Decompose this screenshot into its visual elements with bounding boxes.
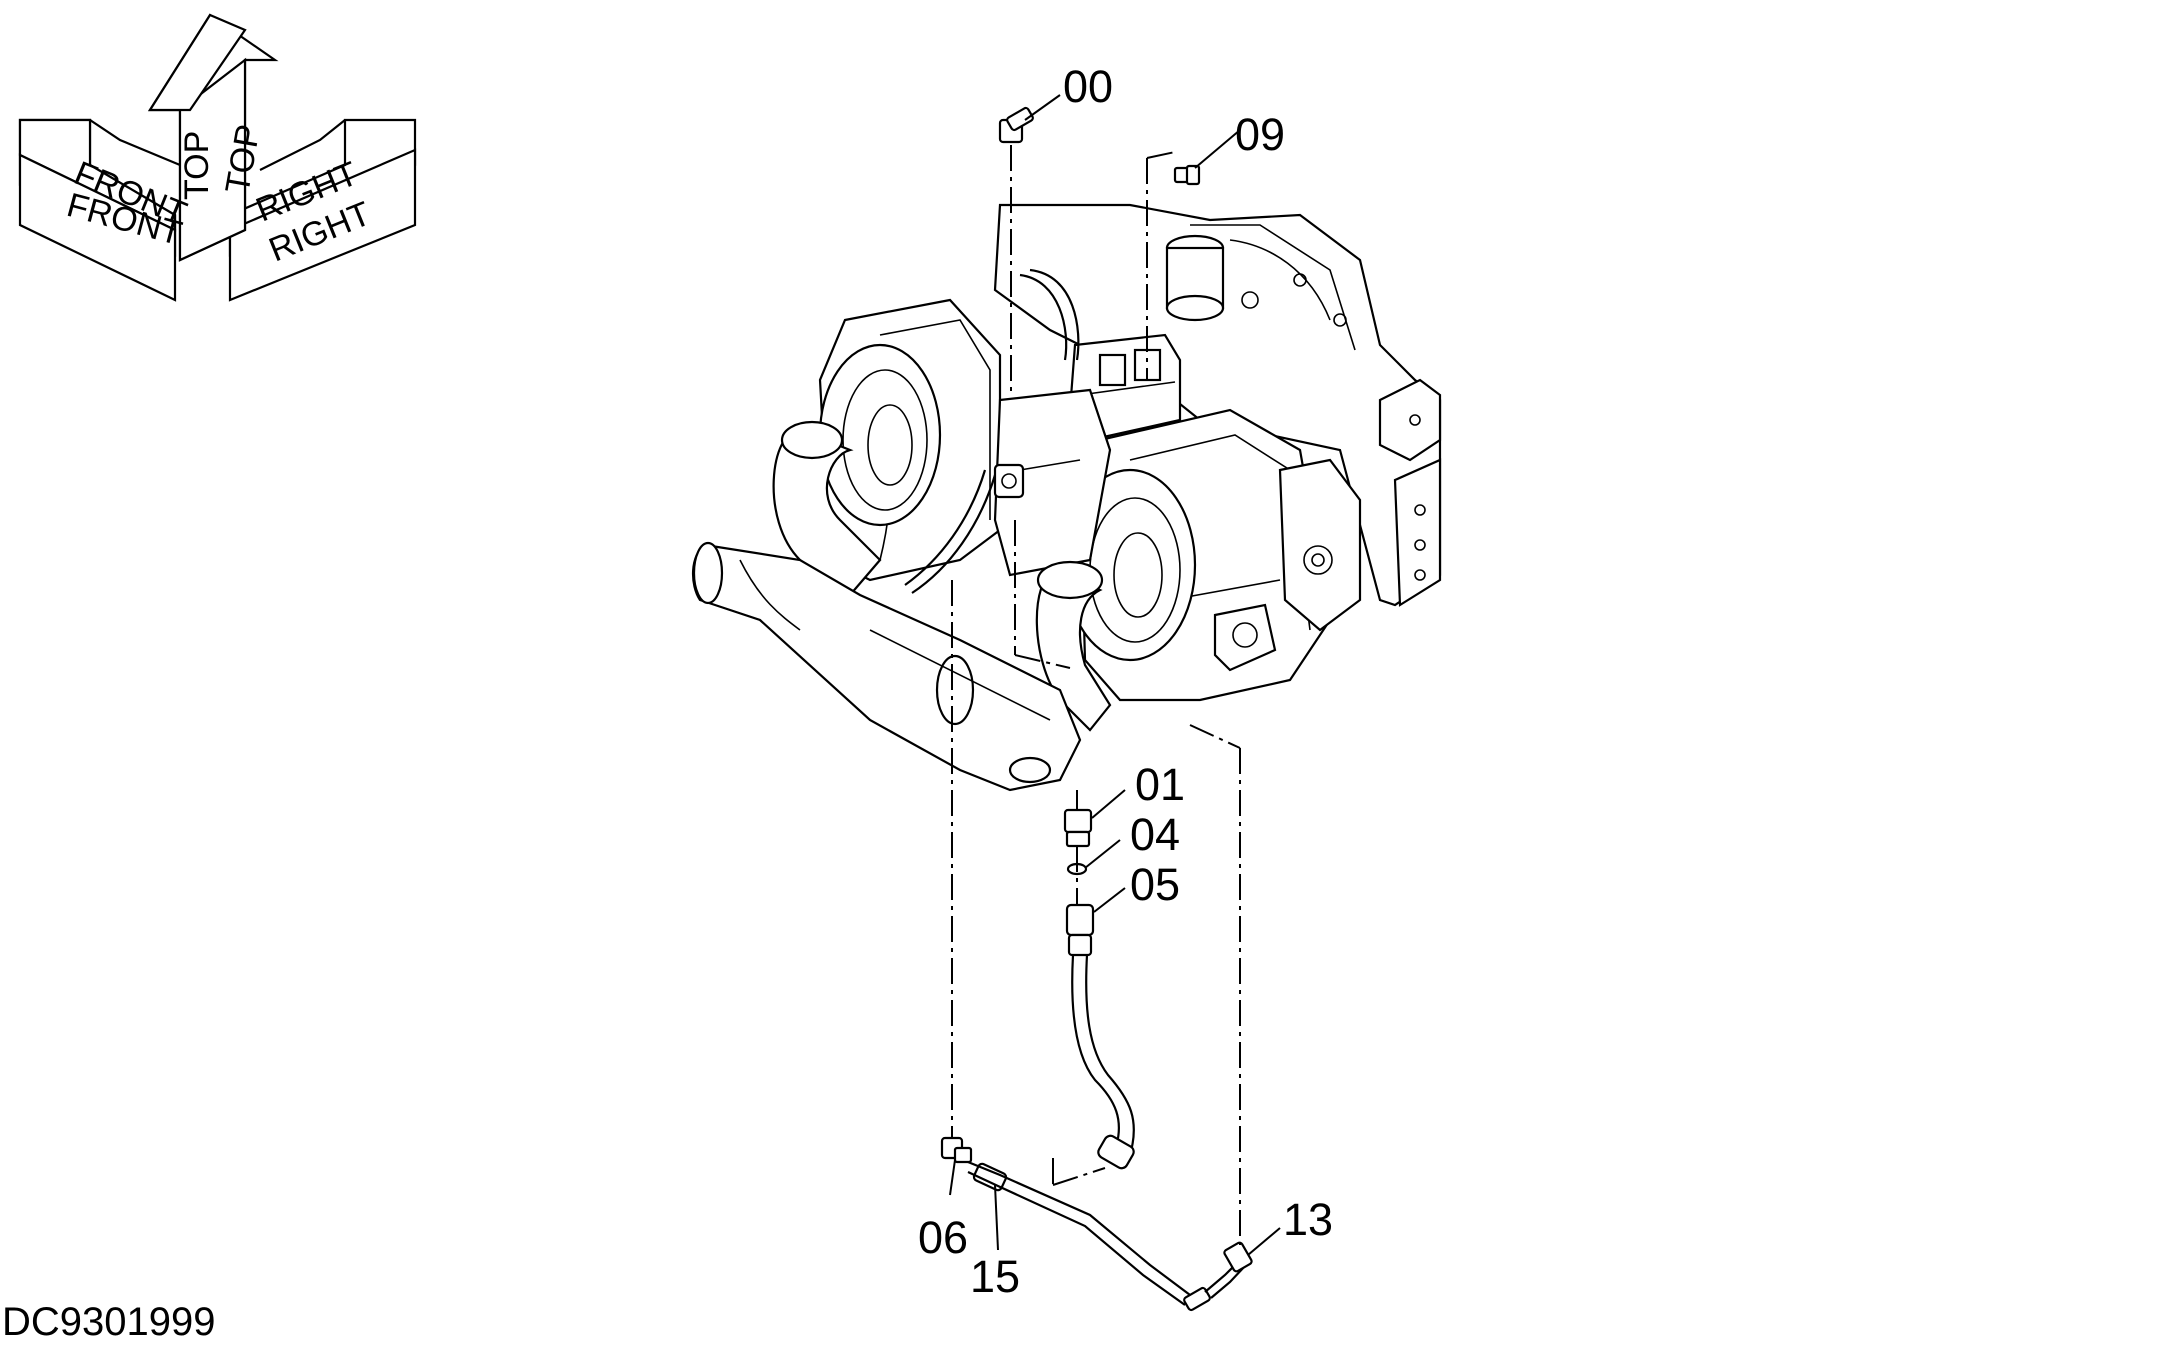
callout-06: 06: [918, 1212, 968, 1263]
callout-15: 15: [970, 1251, 1020, 1302]
callout-04: 04: [1130, 809, 1180, 860]
filter-canister: [1165, 234, 1225, 322]
left-pump-cover: [818, 343, 942, 527]
callout-01: 01: [1135, 759, 1185, 810]
adapter-01: [1063, 808, 1093, 848]
hose-05: [1065, 903, 1135, 1170]
center-lines: [951, 145, 1241, 1245]
plug-09: [1173, 164, 1201, 186]
drawing-id: DC9301999: [2, 1300, 216, 1344]
top-label-1: TOP: [178, 131, 216, 200]
lower-valve-block: [1213, 603, 1277, 672]
callout-05: 05: [1130, 859, 1180, 910]
pump-assembly-illustration: [691, 203, 1442, 792]
front-arrow-icon: [18, 118, 181, 302]
suction-manifold-pipe: [691, 541, 1082, 792]
callout-09: 09: [1235, 109, 1285, 160]
right-arrow-icon: [228, 118, 417, 302]
fitting-13: [1223, 1241, 1253, 1273]
callout-leaders: [949, 94, 1281, 1256]
fitting-00: [998, 106, 1034, 144]
callout-00: 00: [1063, 61, 1113, 112]
fitting-06: [940, 1136, 973, 1164]
orientation-indicator: TOP TOP FRONT FRONT RIGHT RIGHT: [18, 13, 417, 302]
top-arrow-icon: [148, 13, 279, 262]
pressure-port: [993, 463, 1025, 499]
callout-13: 13: [1283, 1194, 1333, 1245]
